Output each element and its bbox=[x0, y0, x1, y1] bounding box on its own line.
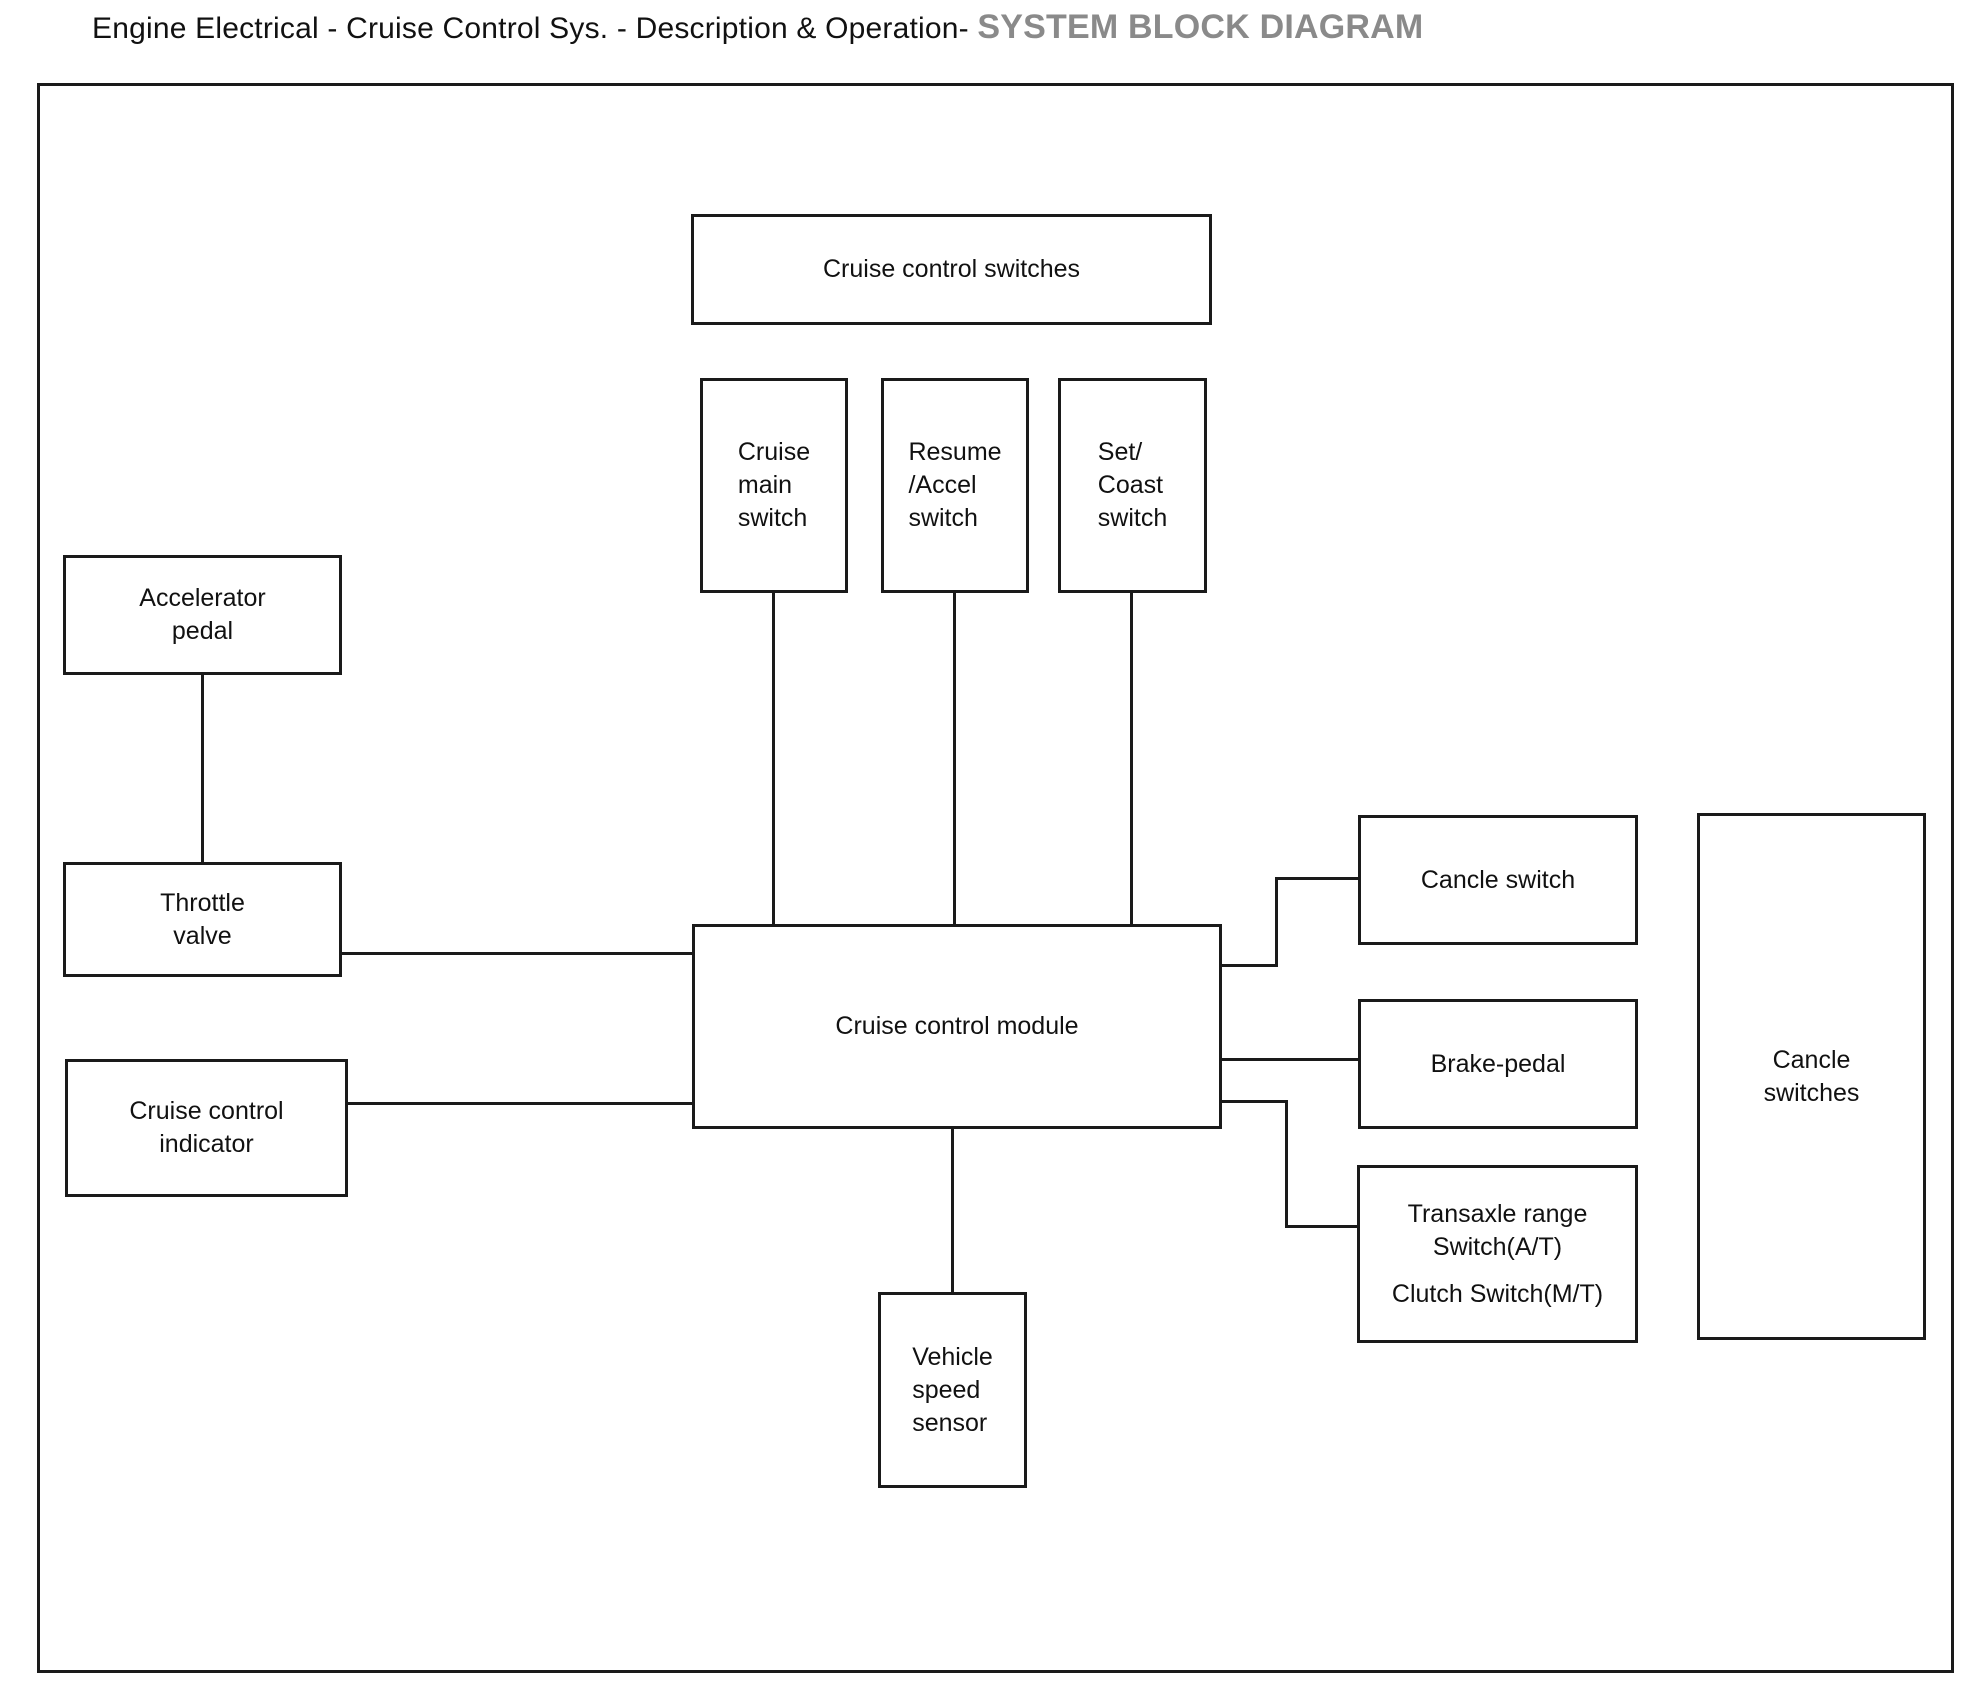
node-cruise-control-indicator: Cruise control indicator bbox=[65, 1059, 348, 1197]
node-resume-accel-switch: Resume /Accel switch bbox=[881, 378, 1029, 593]
node-set-coast-switch: Set/ Coast switch bbox=[1058, 378, 1207, 593]
page-title-emphasis: SYSTEM BLOCK DIAGRAM bbox=[977, 8, 1424, 46]
connector-module-to-transaxle-seg1 bbox=[1222, 1100, 1288, 1103]
node-transaxle-range-switch-label: Transaxle range Switch(A/T) bbox=[1407, 1199, 1588, 1261]
connector-set-switch-to-module bbox=[1130, 593, 1133, 924]
connector-indicator-to-module bbox=[348, 1102, 692, 1105]
node-cruise-main-switch-label: Cruise main switch bbox=[737, 438, 811, 532]
connector-throttle-to-module bbox=[342, 952, 692, 955]
connector-module-to-transaxle-seg2 bbox=[1285, 1100, 1288, 1228]
node-cancle-switch: Cancle switch bbox=[1358, 815, 1638, 945]
node-cruise-control-module-label: Cruise control module bbox=[835, 1012, 1079, 1040]
connector-accelerator-to-throttle bbox=[201, 675, 204, 862]
connector-module-to-cancle-switch-seg2 bbox=[1275, 877, 1278, 967]
node-brake-pedal-label: Brake-pedal bbox=[1430, 1049, 1566, 1078]
node-throttle-valve: Throttle valve bbox=[63, 862, 342, 977]
connector-module-to-cancle-switch-seg3 bbox=[1275, 877, 1358, 880]
node-cancle-switch-label: Cancle switch bbox=[1420, 865, 1576, 894]
node-cruise-control-indicator-label: Cruise control indicator bbox=[129, 1097, 284, 1158]
node-transaxle-clutch-switch: Transaxle range Switch(A/T) Clutch Switc… bbox=[1357, 1165, 1638, 1343]
node-cruise-main-switch: Cruise main switch bbox=[700, 378, 848, 593]
connector-module-to-cancle-switch-seg1 bbox=[1222, 964, 1278, 967]
page-title-prefix: Engine Electrical - Cruise Control Sys. … bbox=[92, 12, 969, 45]
node-set-coast-switch-label: Set/ Coast switch bbox=[1097, 438, 1168, 532]
node-throttle-valve-label: Throttle valve bbox=[160, 888, 245, 950]
node-resume-accel-switch-label: Resume /Accel switch bbox=[908, 438, 1002, 532]
page-title: Engine Electrical - Cruise Control Sys. … bbox=[92, 8, 1423, 47]
node-accelerator-pedal: Accelerator pedal bbox=[63, 555, 342, 675]
connector-resume-switch-to-module bbox=[953, 593, 956, 924]
connector-module-to-speed-sensor bbox=[951, 1129, 954, 1292]
connector-main-switch-to-module bbox=[772, 593, 775, 924]
node-cancle-switches-group-label: Cancle switches bbox=[1763, 1045, 1860, 1107]
node-vehicle-speed-sensor: Vehicle speed sensor bbox=[878, 1292, 1027, 1488]
node-cruise-control-switches: Cruise control switches bbox=[691, 214, 1212, 325]
node-vehicle-speed-sensor-label: Vehicle speed sensor bbox=[912, 1342, 993, 1437]
connector-module-to-brake-pedal bbox=[1222, 1058, 1358, 1061]
diagram-border bbox=[37, 83, 1954, 1673]
node-brake-pedal: Brake-pedal bbox=[1358, 999, 1638, 1129]
connector-module-to-transaxle-seg3 bbox=[1285, 1225, 1357, 1228]
node-cancle-switches-group: Cancle switches bbox=[1697, 813, 1926, 1340]
node-cruise-control-switches-label: Cruise control switches bbox=[822, 255, 1081, 283]
node-accelerator-pedal-label: Accelerator pedal bbox=[139, 584, 266, 645]
node-cruise-control-module: Cruise control module bbox=[692, 924, 1222, 1129]
node-clutch-switch-label: Clutch Switch(M/T) bbox=[1391, 1279, 1604, 1308]
